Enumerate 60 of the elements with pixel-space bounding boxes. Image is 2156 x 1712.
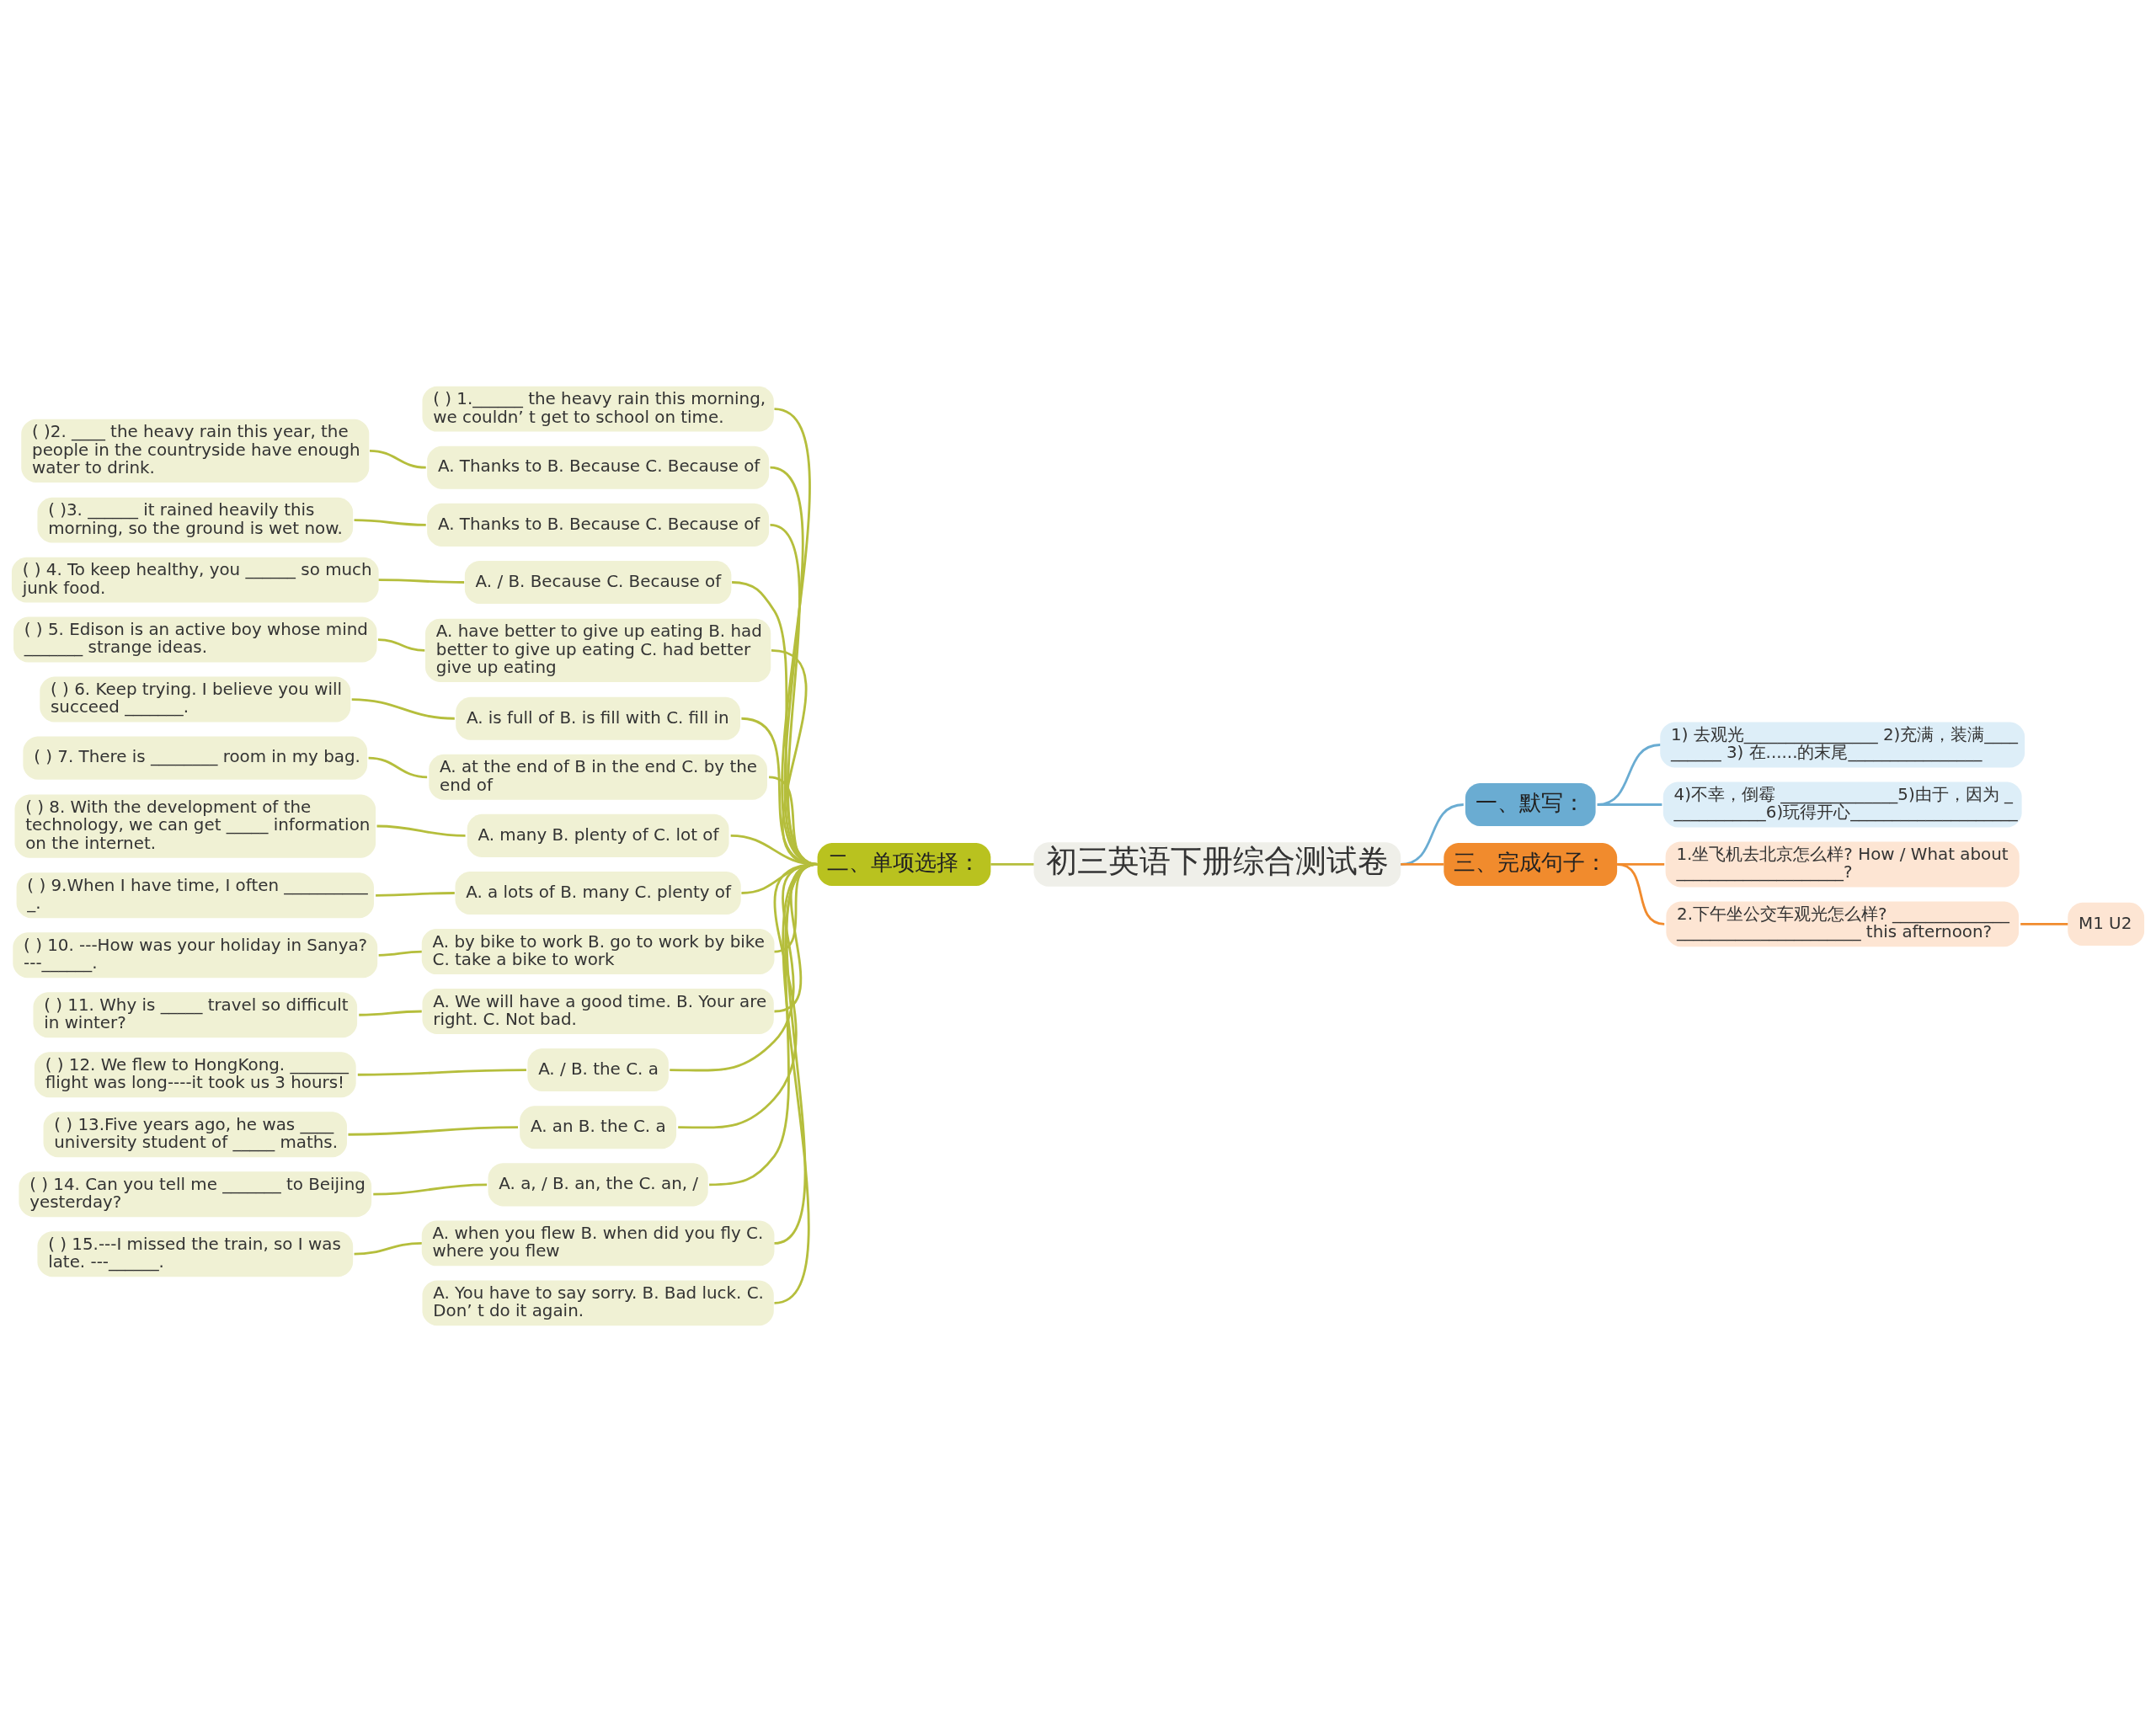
connector (1597, 803, 1662, 806)
connector (377, 638, 425, 652)
connector (348, 1126, 519, 1136)
connector (378, 579, 465, 584)
connector (357, 1069, 526, 1076)
node-box: M1 U2 (2068, 902, 2145, 946)
node-box: A. / B. the C. a (527, 1048, 669, 1092)
node-box: 1.坐飞机去北京怎么样? How / What about ____________________? (1665, 841, 2020, 888)
node-box: 1) 去观光________________ 2)充满，装满____ ______ 3) 在......的末尾________________ (1660, 722, 2025, 768)
connector (351, 698, 455, 720)
connector (990, 863, 1034, 866)
node-box: ( ) 13.Five years ago, he was ____ university student of _____ maths. (43, 1112, 348, 1158)
node-box: 4)不幸，倒霉 ______________5)由于，因为 _ ___________6)玩得开心____________________ (1662, 781, 2022, 828)
node-box: A. is full of B. is fill with C. fill in (456, 696, 740, 740)
node-box: 初三英语下册综合测试卷 (1033, 842, 1401, 887)
node-box: ( ) 6. Keep trying. I believe you will succeed _______. (40, 676, 351, 723)
node-box: A. Thanks to B. Because C. Because of (427, 445, 770, 489)
node-box: A. by bike to work B. go to work by bike C. take a bike to work (421, 929, 775, 974)
connector (354, 519, 426, 526)
node-box: ( )3. ______ it rained heavily this morning, so the ground is wet now. (37, 497, 354, 543)
connector (378, 950, 422, 957)
node-box: A. You have to say sorry. B. Bad luck. C. Don’ t do it again. (422, 1280, 774, 1326)
node-box: A. when you flew B. when did you fly C. where you flew (421, 1220, 775, 1267)
node-box: 一、默写： (1465, 782, 1596, 826)
node-box: ( ) 8. With the development of the technology, we can get _____ information on the internet. (14, 794, 376, 858)
connector (2020, 923, 2068, 925)
node-box: A. an B. the C. a (520, 1106, 677, 1149)
node-box: A. / B. Because C. Because of (464, 560, 732, 604)
connector (368, 756, 428, 779)
node-box: ( ) 12. We flew to HongKong. _______ flight was long----it took us 3 hours! (34, 1052, 356, 1098)
connector (354, 1241, 422, 1256)
node-box: 2.下午坐公交车观光怎么样? ______________ ______________________ this afternoon? (1666, 901, 2020, 947)
node-box: ( ) 14. Can you tell me _______ to Beijing yesterday? (19, 1171, 372, 1218)
node-box: A. a lots of B. many C. plenty of (455, 871, 741, 915)
connector (1401, 803, 1464, 866)
node-box: ( ) 11. Why is _____ travel so difficult in winter? (33, 992, 358, 1038)
node-box: ( ) 15.---I missed the train, so I was late. ---______. (37, 1231, 354, 1277)
node-box: ( ) 10. ---How was your holiday in Sanya? ---______. (13, 932, 378, 979)
node-box: ( ) 7. There is ________ room in my bag. (23, 736, 368, 780)
node-box: A. have better to give up eating B. had better to give up eating C. had better give up eating (425, 618, 771, 682)
node-box: ( ) 5. Edison is an active boy whose mind _______ strange ideas. (13, 616, 377, 663)
node-box: A. a, / B. an, the C. an, / (488, 1163, 708, 1207)
connector (1401, 863, 1444, 866)
node-box: 二、单项选择： (817, 842, 991, 886)
node-box: A. We will have a good time. B. Your are right. C. Not bad. (422, 989, 774, 1034)
connector (376, 892, 455, 897)
node-box: ( ) 4. To keep healthy, you ______ so much junk food. (11, 557, 379, 603)
connector (359, 1010, 422, 1016)
node-box: A. Thanks to B. Because C. Because of (427, 503, 770, 547)
node-box: 三、完成句子： (1444, 842, 1618, 886)
node-box: ( ) 1.______ the heavy rain this morning, we couldn’ t get to school on time. (422, 386, 774, 432)
node-box: ( ) 9.When I have time, I often __________ _. (16, 872, 374, 919)
node-box: ( )2. ____ the heavy rain this year, the people in the countryside have enough water to drink. (21, 419, 370, 483)
connector (1597, 744, 1661, 806)
connector (1616, 863, 1665, 925)
connector (373, 1183, 488, 1196)
node-box: A. many B. plenty of C. lot of (467, 813, 729, 857)
node-box: A. at the end of B in the end C. by the end of (429, 754, 767, 800)
connector (369, 449, 426, 469)
connector (376, 824, 466, 837)
